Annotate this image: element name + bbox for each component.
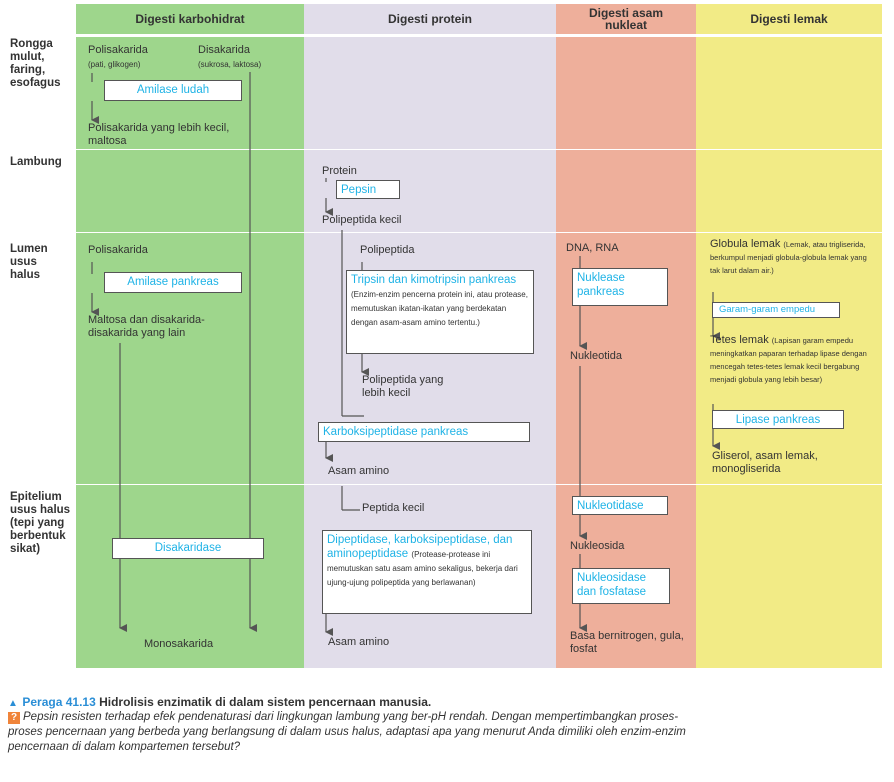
row-divider xyxy=(76,232,882,233)
header-protein: Digesti protein xyxy=(387,12,472,26)
salivary-amylase-enzyme: Amilase ludah xyxy=(104,80,242,101)
small-peptides-label: Peptida kecil xyxy=(362,502,425,514)
maltose-label: Maltosa dan disakarida-disakarida yang l… xyxy=(88,314,205,339)
disaccharides-note: (sukrosa, laktosa) xyxy=(198,60,262,69)
trypsin-note: (Enzim-enzim pencerna protein ini, atau … xyxy=(351,290,528,327)
polysaccharides-label: Polisakarida xyxy=(88,44,148,56)
nucleotides-label: Nukleotida xyxy=(570,350,622,362)
question-text: Pepsin resisten terhadap efek pendenatur… xyxy=(8,711,686,753)
fat-globules-note: (Lemak, atau trigliserida, berkumpul men… xyxy=(710,240,867,275)
polysaccharides-note: (pati, glikogen) xyxy=(88,60,141,69)
dipeptidase-enzyme-box: Dipeptidase, karboksipeptidase, dan amin… xyxy=(322,530,532,614)
disaccharidase-enzyme: Disakaridase xyxy=(112,538,264,559)
carboxypeptidase-enzyme: Karboksipeptidase pankreas xyxy=(318,422,530,442)
row-label-stomach: Lambung xyxy=(10,156,62,168)
smaller-polypeptides-label: Polipeptida yang lebih kecil xyxy=(362,374,444,399)
header-divider xyxy=(76,34,882,37)
trypsin-enzyme: Tripsin dan kimotripsin pankreas xyxy=(351,274,517,286)
figure-caption: ▲ Peraga 41.13 Hidrolisis enzimatik di d… xyxy=(8,693,708,711)
dna-rna-label: DNA, RNA xyxy=(566,242,619,254)
nucleic-products-label: Basa bernitrogen, gula, fosfat xyxy=(570,630,684,655)
disaccharides-label: Disakarida xyxy=(198,44,250,56)
fat-droplets-block: Tetes lemak (Lapisan garam empedu mening… xyxy=(710,334,874,386)
question-icon: ? xyxy=(8,712,20,724)
header-carb: Digesti karbohidrat xyxy=(135,12,245,26)
row-label-lumen: Lumen usus halus xyxy=(10,243,48,281)
small-polypeptides-label: Polipeptida kecil xyxy=(322,214,402,226)
pepsin-enzyme: Pepsin xyxy=(336,180,400,199)
lumen-polysaccharides-label: Polisakarida xyxy=(88,244,148,256)
dipeptidase-enzyme: Dipeptidase, karboksipeptidase, dan amin… xyxy=(327,534,513,560)
lipid-column xyxy=(696,4,882,668)
triangle-icon: ▲ xyxy=(8,698,18,709)
amino-acids-lumen-label: Asam amino xyxy=(328,465,390,477)
figure-label: Peraga 41.13 xyxy=(22,695,96,709)
lipid-products-label: Gliserol, asam lemak, monogliserida xyxy=(712,450,818,475)
pancreatic-lipase-enzyme: Lipase pankreas xyxy=(712,410,844,429)
nuclease-enzyme: Nuklease pankreas xyxy=(572,268,668,306)
nucleotidase-enzyme: Nukleotidase xyxy=(572,496,668,515)
row-divider xyxy=(76,149,882,150)
smaller-polysaccharides-label: Polisakarida yang lebih kecil, maltosa xyxy=(88,122,230,147)
nucleosidase-enzyme: Nukleosidase dan fosfatase xyxy=(572,568,670,604)
amino-acids-label: Asam amino xyxy=(328,636,390,648)
nucleosides-label: Nukleosida xyxy=(570,540,625,552)
dipeptidase-note: (Protease-protease ini memutuskan satu a… xyxy=(327,550,518,587)
fat-globules-block: Globula lemak (Lemak, atau trigliserida,… xyxy=(710,238,874,277)
fat-droplets-label: Tetes lemak xyxy=(710,334,769,346)
figure-question: ?Pepsin resisten terhadap efek pendenatu… xyxy=(8,710,698,755)
trypsin-enzyme-box: Tripsin dan kimotripsin pankreas (Enzim-… xyxy=(346,270,534,354)
row-label-mouth: Rongga mulut, faring, esofagus xyxy=(10,38,61,89)
fat-globules-label: Globula lemak xyxy=(710,238,781,250)
header-lipid: Digesti lemak xyxy=(750,12,828,26)
fat-droplets-note: (Lapisan garam empedu meningkatkan papar… xyxy=(710,336,867,384)
row-label-epithelium: Epitelium usus halus (tepi yang berbentu… xyxy=(10,491,71,555)
polypeptides-label: Polipeptida xyxy=(360,244,415,256)
pancreatic-amylase-enzyme: Amilase pankreas xyxy=(104,272,242,293)
bile-salts-box: Garam-garam empedu xyxy=(712,302,840,318)
monosaccharides-label: Monosakarida xyxy=(144,638,214,650)
header-nucleic: Digesti asam nukleat xyxy=(588,6,664,32)
nucleic-column xyxy=(556,4,696,668)
protein-label: Protein xyxy=(322,165,357,177)
row-divider xyxy=(76,484,882,485)
figure-title: Hidrolisis enzimatik di dalam sistem pen… xyxy=(99,695,432,709)
